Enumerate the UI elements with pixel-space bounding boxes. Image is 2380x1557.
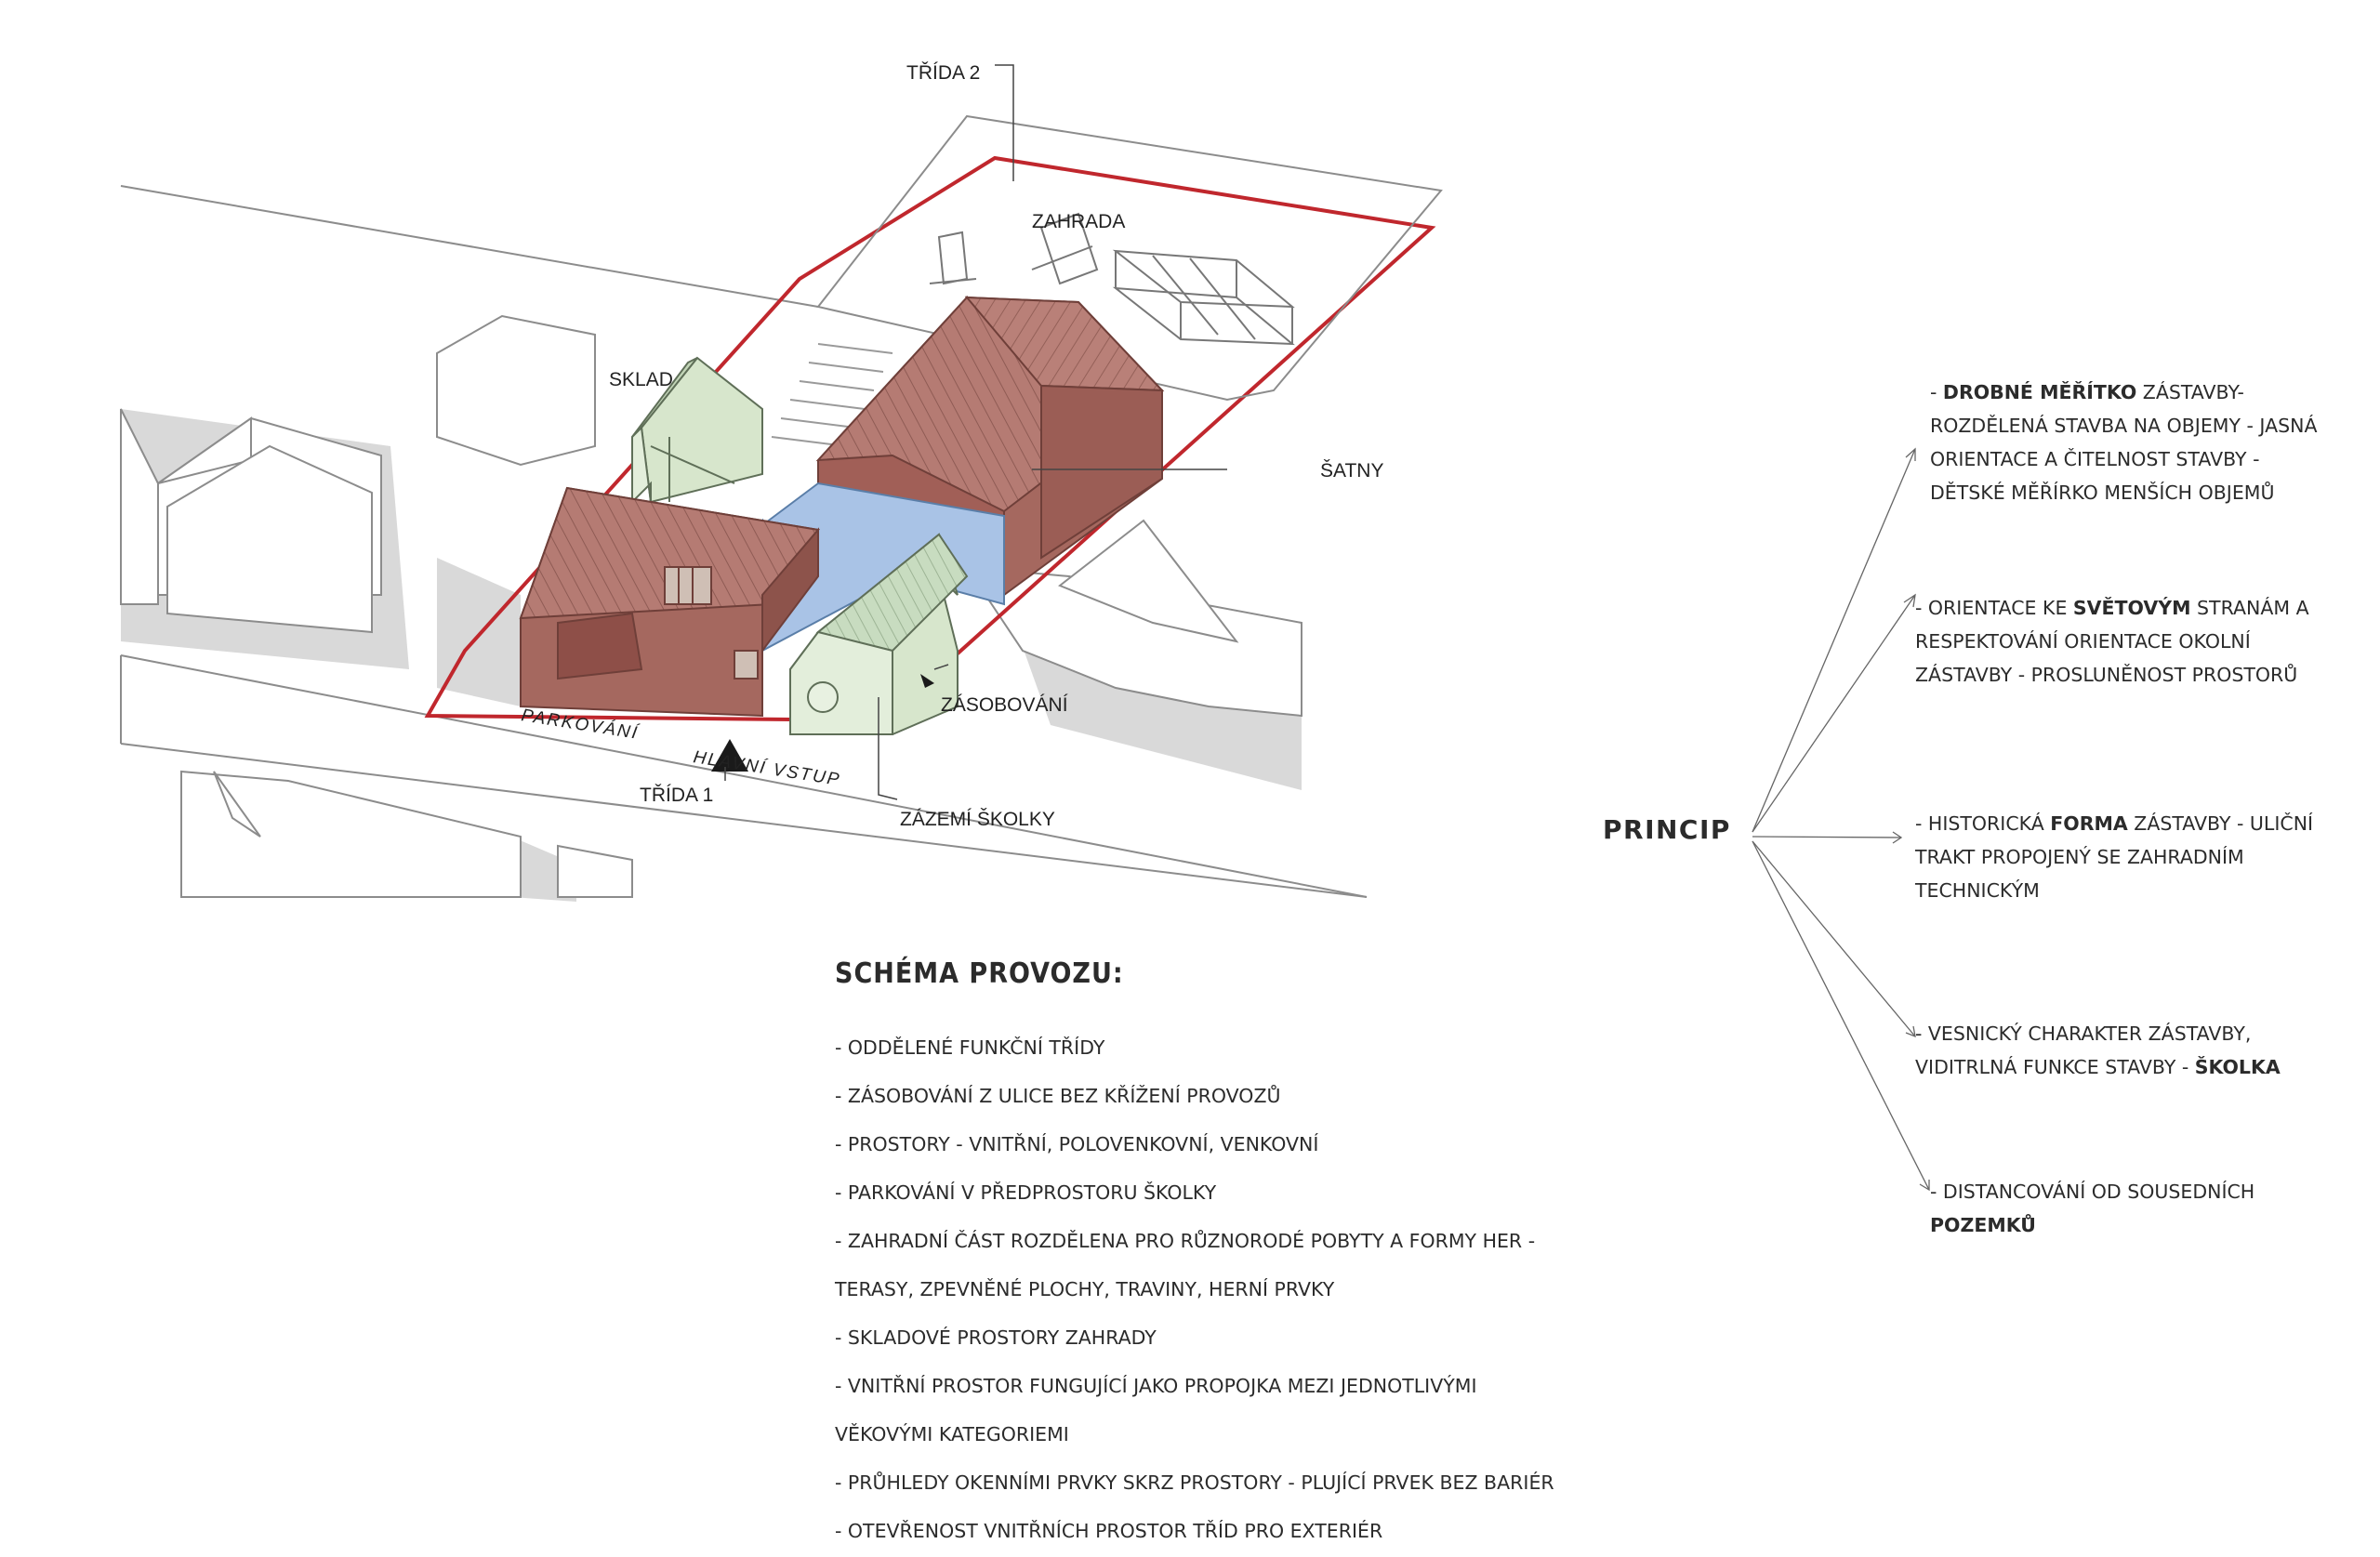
garden-area: [816, 114, 1443, 402]
point-text-post: ZÁSTAVBY - ULIČNÍ TRAKT PROPOJENÝ SE ZAH…: [1915, 812, 2314, 902]
point-text-bold: POZEMKŮ: [1930, 1214, 2036, 1236]
label-hlavni-vstup: HLAVNÍ VSTUP: [692, 747, 842, 790]
storage-building: [631, 356, 763, 505]
schema-item: - ZÁSOBOVÁNÍ Z ULICE BEZ KŘÍŽENÍ PROVOZŮ: [835, 1085, 1281, 1107]
point-text-pre: - HISTORICKÁ: [1915, 812, 2051, 835]
point-text-bold: SVĚTOVÝM: [2072, 597, 2191, 619]
point-text-pre: - VESNICKÝ CHARAKTER ZÁSTAVBY, VIDITRLNÁ…: [1915, 1023, 2252, 1078]
label-satny: ŠATNY: [1320, 460, 1383, 482]
label-sklad: SKLAD: [609, 369, 673, 390]
point-text-bold: DROBNÉ MĚŘÍTKO: [1942, 381, 2137, 403]
point-text-bold: ŠKOLKA: [2194, 1056, 2281, 1078]
schema-item: - ZAHRADNÍ ČÁST ROZDĚLENA PRO RŮZNORODÉ …: [835, 1230, 1536, 1252]
princip-arrows: [1752, 447, 1930, 1192]
point-text-pre: -: [1930, 381, 1943, 403]
schema-item: TERASY, ZPEVNĚNÉ PLOCHY, TRAVINY, HERNÍ …: [835, 1278, 1335, 1300]
label-zahrada: ZAHRADA: [1032, 211, 1125, 232]
schema-item: - ODDĚLENÉ FUNKČNÍ TŘÍDY: [835, 1036, 1105, 1059]
schema-list: - ODDĚLENÉ FUNKČNÍ TŘÍDY - ZÁSOBOVÁNÍ Z …: [835, 1023, 1672, 1555]
schema-item: - VNITŘNÍ PROSTOR FUNGUJÍCÍ JAKO PROPOJK…: [835, 1375, 1477, 1397]
schema-provozu: SCHÉMA PROVOZU: - ODDĚLENÉ FUNKČNÍ TŘÍDY…: [835, 957, 1672, 1555]
label-parkovani: PARKOVÁNÍ: [520, 706, 641, 744]
princip-point-3: - HISTORICKÁ FORMA ZÁSTAVBY - ULIČNÍ TRA…: [1915, 807, 2352, 907]
point-text-bold: FORMA: [2050, 812, 2128, 835]
leader-lines: [724, 64, 1227, 800]
trida1-building: [519, 486, 820, 718]
entrance-marker: [711, 739, 748, 772]
label-trida1: TŘÍDA 1: [640, 785, 713, 806]
schema-item: - OTEVŘENOST VNITŘNÍCH PROSTOR TŘÍD PRO …: [835, 1520, 1383, 1542]
princip-point-2: - ORIENTACE KE SVĚTOVÝM STRANÁM A RESPEK…: [1915, 591, 2352, 692]
point-text-post: STRANÁM A RESPEKTOVÁNÍ ORIENTACE OKOLNÍ …: [1915, 597, 2309, 686]
schema-item: - PARKOVÁNÍ V PŘEDPROSTORU ŠKOLKY: [835, 1181, 1217, 1204]
site-axonometric-diagram: TŘÍDA 2 ZAHRADA SKLAD ŠATNY ZÁSOBOVÁNÍ P…: [120, 62, 1443, 902]
point-text-post: ZÁSTAVBY- ROZDĚLENÁ STAVBA NA OBJEMY - J…: [1930, 381, 2318, 504]
schema-item: - PRŮHLEDY OKENNÍMI PRVKY SKRZ PROSTORY …: [835, 1471, 1554, 1494]
princip-point-5: - DISTANCOVÁNÍ OD SOUSEDNÍCH POZEMKŮ: [1930, 1175, 2330, 1242]
label-zasobovani: ZÁSOBOVÁNÍ: [941, 694, 1068, 716]
schema-item: VĚKOVÝMI KATEGORIEMI: [835, 1423, 1069, 1445]
label-trida2: TŘÍDA 2: [906, 62, 980, 84]
delivery-marker: [920, 674, 934, 688]
garden-steps: [771, 343, 893, 447]
schema-item: - PROSTORY - VNITŘNÍ, POLOVENKOVNÍ, VENK…: [835, 1133, 1319, 1155]
street: [120, 185, 1368, 898]
princip-point-4: - VESNICKÝ CHARAKTER ZÁSTAVBY, VIDITRLNÁ…: [1915, 1017, 2352, 1084]
label-zazemi: ZÁZEMÍ ŠKOLKY: [900, 809, 1055, 830]
point-text-pre: - DISTANCOVÁNÍ OD SOUSEDNÍCH: [1930, 1181, 2255, 1203]
princip-title: PRINCIP: [1603, 814, 1731, 845]
princip-point-1: - DROBNÉ MĚŘÍTKO ZÁSTAVBY- ROZDĚLENÁ STA…: [1930, 376, 2330, 509]
playground-structure: [929, 212, 1295, 346]
schema-item: - SKLADOVÉ PROSTORY ZAHRADY: [835, 1326, 1157, 1349]
neighbour-buildings: [120, 314, 1302, 898]
plot-boundary: [424, 155, 1436, 723]
schema-title: SCHÉMA PROVOZU:: [835, 957, 1124, 990]
zazemi-building: [789, 533, 969, 735]
point-text-pre: - ORIENTACE KE: [1915, 597, 2073, 619]
